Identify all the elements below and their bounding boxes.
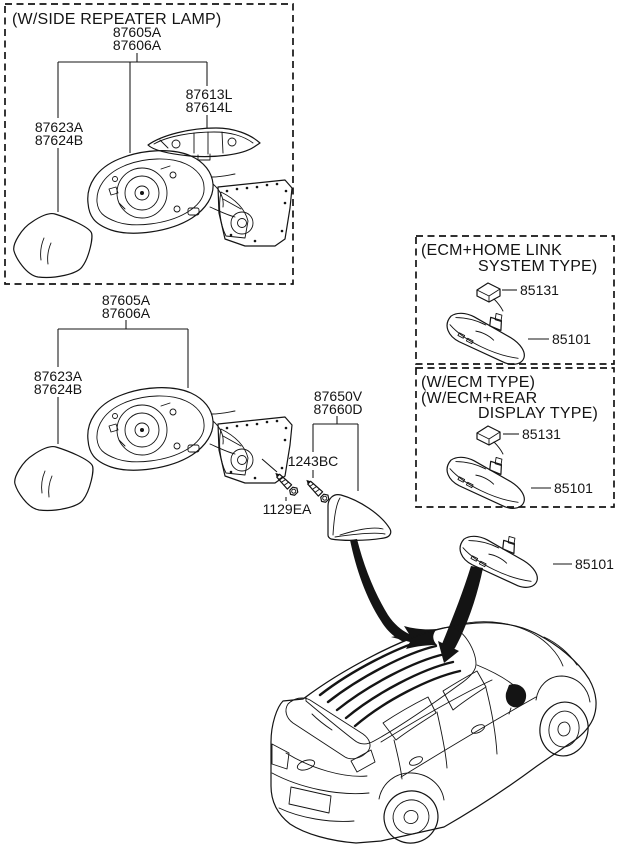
front-door-seam	[485, 687, 498, 755]
part-label-mirror-cover-line2: 87660D	[313, 401, 362, 417]
taillight-right	[350, 749, 376, 773]
standalone-inside-mirror: 85101	[438, 516, 614, 663]
beltline	[380, 679, 493, 743]
box-ecm-type-title-line1: (W/ECM TYPE)	[421, 374, 535, 391]
taillight-left	[271, 743, 290, 770]
bumper-crease	[278, 807, 355, 822]
rocker-line	[400, 696, 537, 778]
rear-door-seam	[393, 739, 403, 780]
brand-badge	[296, 759, 316, 771]
door-handle-rear	[409, 756, 423, 766]
part-label-connector: 85131	[520, 282, 559, 298]
part-label-mirror-assembly-line2: 87606A	[102, 305, 151, 321]
part-label-mirror-glass-line2: 87624B	[34, 381, 82, 397]
standard-door-mirror-assembly: 87605A 87606A 87623A 87624B 87650V 87660…	[14, 292, 437, 649]
part-label-mirror-glass-line1: 87623A	[35, 119, 84, 135]
part-label-mirror-glass-line2: 87624B	[35, 132, 83, 148]
vehicle-rear-view-art	[270, 621, 597, 844]
part-label-mirror-assembly-line2: 87606A	[113, 37, 162, 53]
windshield	[448, 621, 564, 667]
part-label-inside-mirror: 85101	[575, 556, 614, 572]
part-label-cover-screw: 1243BC	[288, 453, 339, 469]
rear-wheel	[383, 790, 439, 844]
box-ecm-type-title-line3: DISPLAY TYPE)	[478, 405, 598, 422]
bumper-top-line	[271, 772, 370, 795]
rear-wheel-arch	[378, 772, 445, 801]
part-label-repeater-lamp-line2: 87614L	[186, 99, 233, 115]
inside-mirror-art	[441, 437, 538, 516]
front-wheel	[539, 701, 589, 757]
side-window-rear	[382, 696, 437, 741]
part-label-mirror-assembly-line1: 87605A	[102, 292, 151, 308]
door-mirror-assembly-art	[87, 387, 293, 484]
part-label-mounting-screw: 1129EA	[263, 501, 312, 517]
door-handle-front	[471, 724, 485, 734]
front-wheel-arch	[535, 675, 591, 703]
part-label-mirror-assembly-line1: 87605A	[113, 24, 162, 40]
wire-connector-art	[476, 425, 504, 455]
mirror-glass-art	[14, 445, 94, 512]
rear-window	[285, 697, 371, 760]
box-ecm-type: (W/ECM TYPE) (W/ECM+REAR DISPLAY TYPE) 8…	[415, 367, 615, 516]
box-ecm-homelink: (ECM+HOME LINK SYSTEM TYPE) 85131 85101	[415, 235, 615, 372]
part-label-repeater-lamp-line1: 87613L	[186, 86, 233, 102]
repeater-lamp-art	[147, 127, 261, 161]
side-mirror-on-vehicle	[505, 684, 527, 708]
front-fender-line	[543, 636, 578, 666]
box-ecm-homelink-title-line2: SYSTEM TYPE)	[478, 258, 597, 275]
box-ecm-type-border	[415, 367, 615, 508]
box-side-repeater-lamp: (W/SIDE REPEATER LAMP) 87605A 87606A 876…	[4, 3, 294, 285]
part-label-mirror-cover-line1: 87650V	[314, 388, 363, 404]
mirror-glass-art	[13, 212, 93, 279]
roof-rails	[318, 637, 462, 728]
side-window-front	[442, 670, 487, 711]
cover-screw-art	[302, 476, 331, 505]
vehicle-roof-panel	[305, 627, 477, 745]
arrow-cover-to-vehicle	[350, 539, 437, 649]
vehicle-body-outline	[270, 622, 597, 844]
leader-lines-standard-assembly	[57, 320, 359, 501]
wire-connector-art	[476, 282, 504, 312]
box-ecm-type-title-line2: (W/ECM+REAR	[421, 390, 537, 407]
part-label-connector: 85131	[522, 426, 561, 442]
side-mirror-stem	[508, 707, 512, 715]
hatch-seam	[285, 752, 368, 777]
license-plate	[288, 786, 332, 814]
b-pillar-seam	[436, 711, 448, 769]
inside-mirror-art	[441, 293, 538, 372]
part-label-mirror-glass-line1: 87623A	[34, 368, 83, 384]
leader-lines-repeater-box	[57, 53, 208, 212]
part-label-inside-mirror: 85101	[552, 331, 591, 347]
box-ecm-homelink-border	[415, 235, 615, 365]
rear-window-reflection	[311, 713, 333, 731]
box-side-repeater-lamp-title: (W/SIDE REPEATER LAMP)	[12, 11, 221, 28]
box-ecm-homelink-title-line1: (ECM+HOME LINK	[421, 242, 562, 259]
box-side-repeater-lamp-border	[4, 3, 294, 285]
mirror-cover-art	[327, 494, 392, 541]
part-label-inside-mirror: 85101	[554, 480, 593, 496]
arrow-mirror-to-vehicle	[438, 566, 483, 663]
door-mirror-assembly-art	[87, 150, 293, 247]
